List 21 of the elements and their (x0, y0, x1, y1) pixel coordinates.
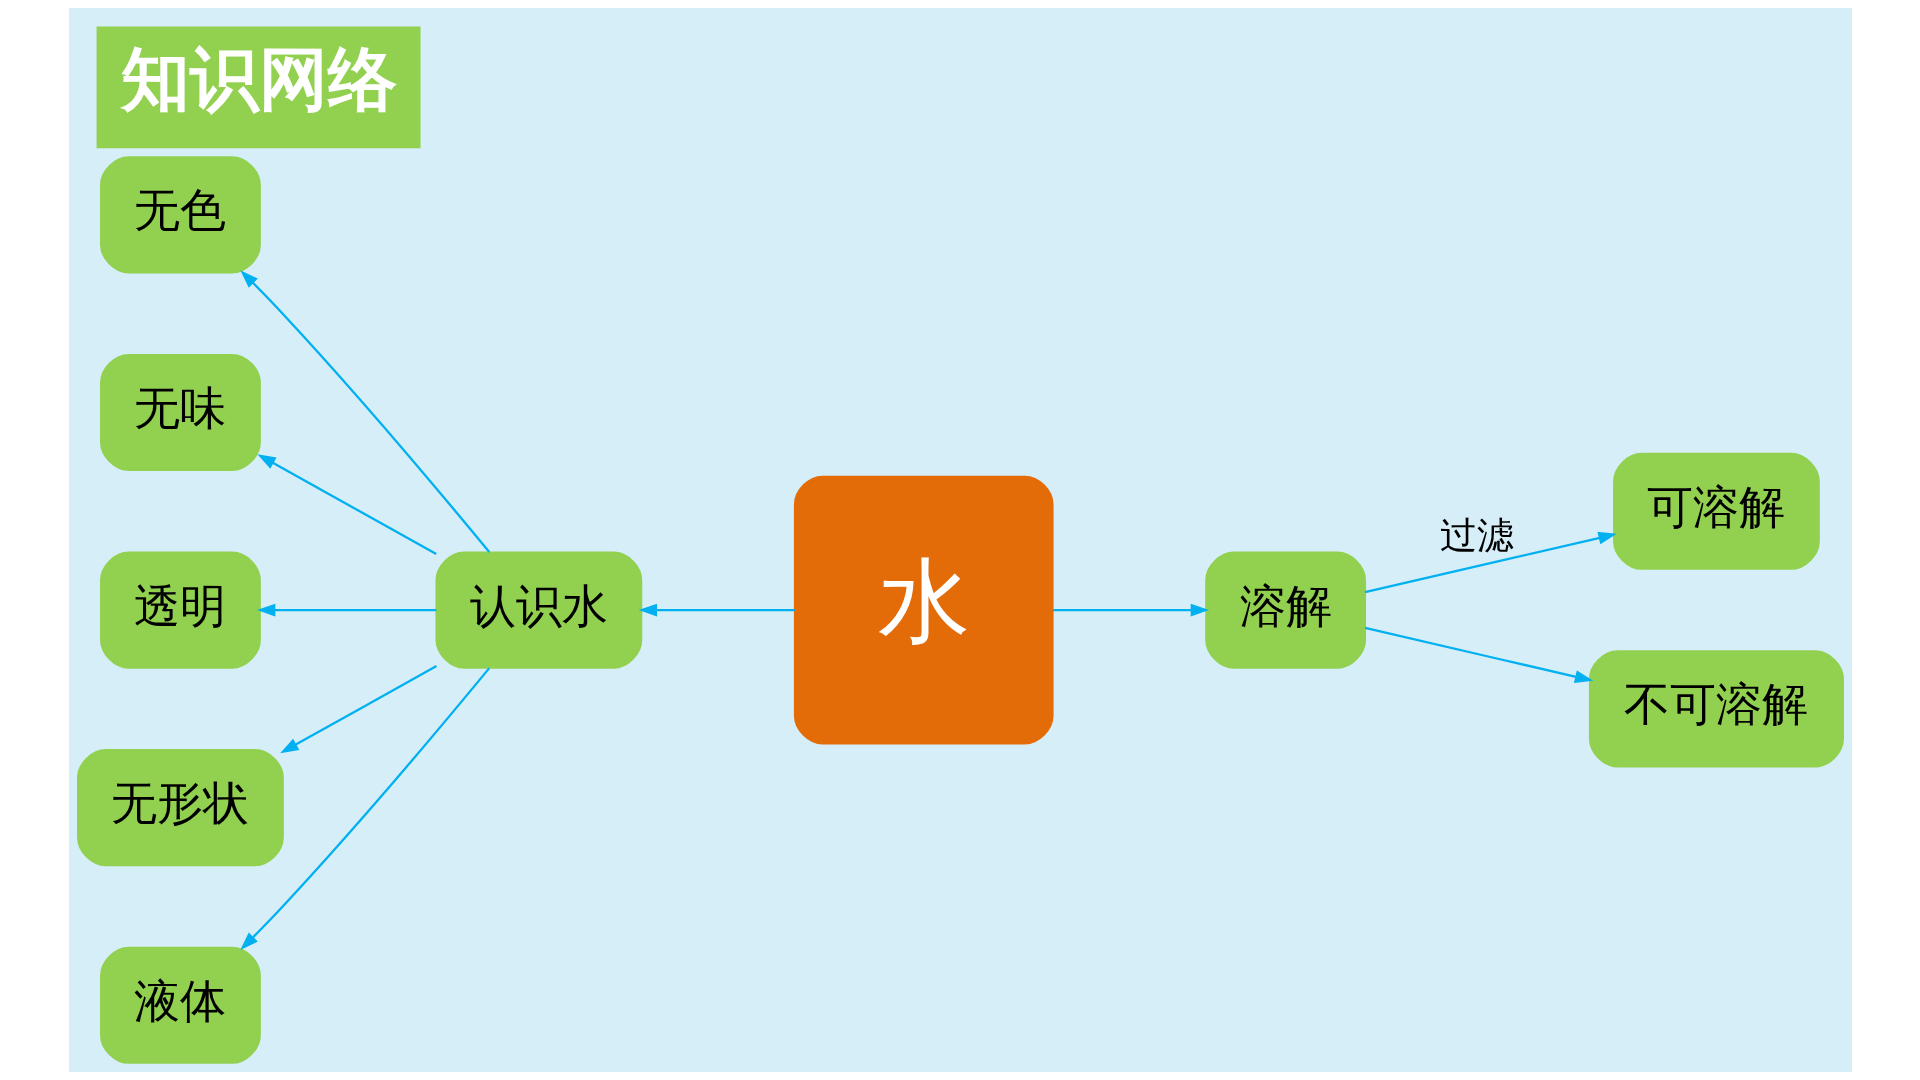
arrow (256, 454, 437, 556)
arrow (256, 603, 436, 617)
node-box: 透明 (99, 551, 261, 669)
node-box: 溶解 (1204, 551, 1366, 669)
arrow (1364, 531, 1617, 594)
node-box: 不可溶解 (1588, 650, 1844, 768)
arrow (239, 270, 490, 553)
node-box: 无形状 (76, 749, 284, 867)
node-box: 无色 (99, 156, 261, 274)
arrow (239, 667, 490, 951)
edge-label: 过滤 (1439, 513, 1514, 557)
arrow (638, 603, 795, 617)
node-box: 认识水 (435, 551, 642, 669)
diagram-title: 知识网络 (120, 39, 397, 120)
node-box: 无味 (99, 353, 261, 472)
node-box: 液体 (99, 946, 261, 1064)
node-box: 可溶解 (1612, 452, 1820, 570)
arrow (1364, 626, 1593, 683)
arrow (1052, 603, 1209, 617)
arrow (279, 664, 437, 754)
node-box: 水 (793, 475, 1054, 745)
